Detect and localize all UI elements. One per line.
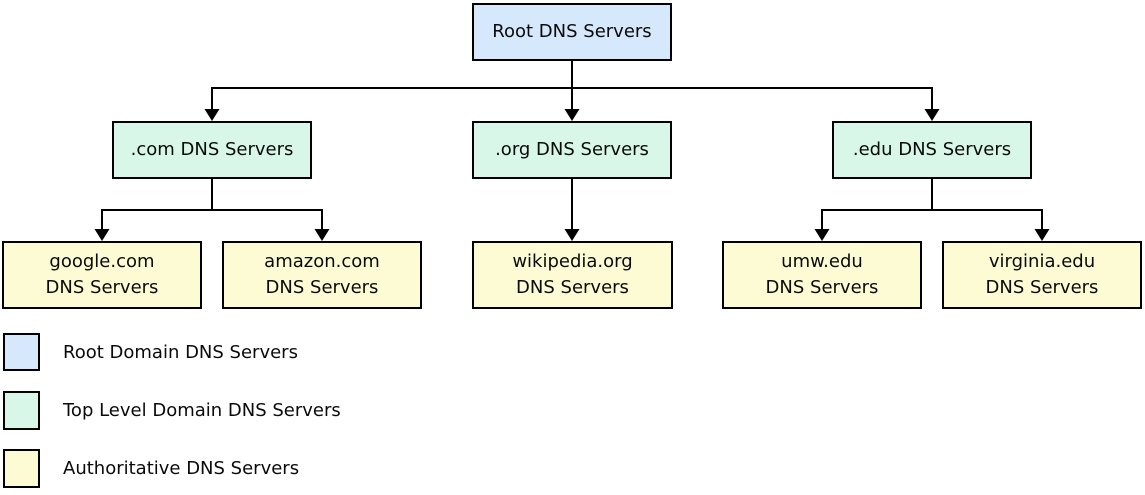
arrowhead-amazon-icon <box>314 229 330 241</box>
node-root-dns-servers: Root DNS Servers <box>472 3 672 61</box>
legend-item-authoritative: Authoritative DNS Servers <box>3 449 299 488</box>
legend-label-authoritative: Authoritative DNS Servers <box>63 458 300 479</box>
arrowhead-virginia-icon <box>1034 229 1050 241</box>
legend-label-top-level-domain: Top Level Domain DNS Servers <box>63 400 341 421</box>
legend-swatch-root-domain <box>3 333 40 371</box>
node-com-dns-servers: .com DNS Servers <box>112 121 312 179</box>
node-google-dns-servers: google.com DNS Servers <box>2 241 202 309</box>
legend-swatch-authoritative <box>3 449 40 488</box>
arrowhead-edu-icon <box>924 109 940 121</box>
node-wikipedia-dns-servers: wikipedia.org DNS Servers <box>472 241 673 309</box>
arrowhead-wikipedia-icon <box>564 229 580 241</box>
legend-item-top-level-domain: Top Level Domain DNS Servers <box>3 391 341 430</box>
node-umw-dns-servers: umw.edu DNS Servers <box>722 241 922 309</box>
node-virginia-dns-servers: virginia.edu DNS Servers <box>942 241 1142 309</box>
arrowhead-google-icon <box>94 229 110 241</box>
arrowhead-com-icon <box>204 109 220 121</box>
node-edu-dns-servers: .edu DNS Servers <box>832 121 1032 179</box>
legend-swatch-top-level-domain <box>3 391 40 430</box>
legend-label-root-domain: Root Domain DNS Servers <box>63 341 298 363</box>
node-org-dns-servers: .org DNS Servers <box>472 121 672 179</box>
arrowhead-org-icon <box>564 109 580 121</box>
node-amazon-dns-servers: amazon.com DNS Servers <box>222 241 422 309</box>
legend-item-root-domain: Root Domain DNS Servers <box>3 333 298 371</box>
arrowhead-umw-icon <box>814 229 830 241</box>
